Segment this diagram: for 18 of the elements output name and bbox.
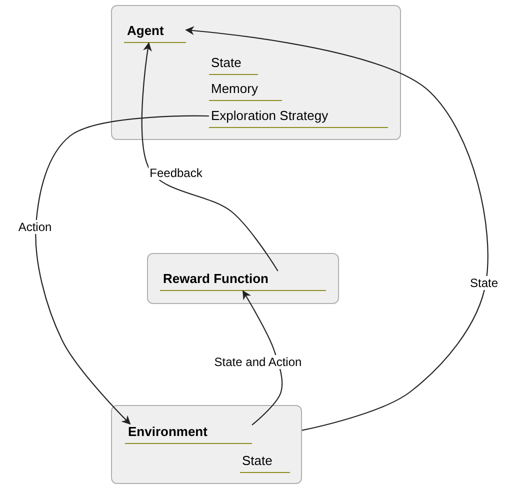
arrow (35, 115, 209, 425)
box-title: Environment (125, 424, 252, 444)
edge-label: State and Action (213, 355, 303, 369)
box-title: Reward Function (160, 271, 326, 291)
arrow (141, 42, 278, 272)
class-box (147, 253, 339, 304)
arrow (185, 26, 488, 431)
edge-label: State (468, 276, 500, 290)
box-title: Agent (124, 23, 186, 43)
class-box (111, 405, 302, 484)
arrow (242, 290, 283, 426)
edge-label: Feedback (148, 166, 204, 180)
attribute-label: State (209, 55, 258, 75)
attribute-label: Memory (209, 81, 282, 101)
edge-label: Action (17, 220, 53, 234)
class-box (111, 5, 401, 140)
attribute-label: State (240, 453, 290, 473)
attribute-label: Exploration Strategy (209, 108, 388, 128)
